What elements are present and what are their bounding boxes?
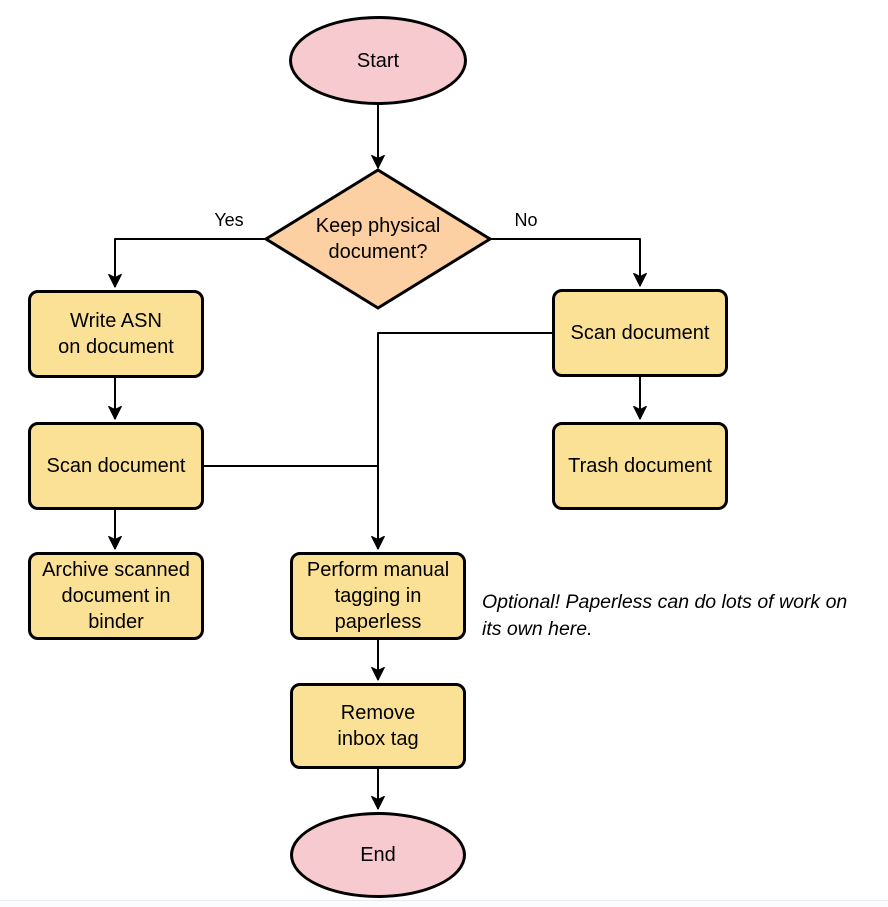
edge-decision-no-to-scan-right bbox=[490, 238, 647, 287]
node-decision-diamond bbox=[263, 168, 493, 310]
annotation-optional-note: Optional! Paperless can do lots of work … bbox=[482, 589, 884, 643]
node-remove-inbox-line: Remove bbox=[340, 702, 416, 724]
page-bottom-gap bbox=[0, 901, 888, 907]
edge-decision-yes-to-write-asn bbox=[108, 238, 266, 288]
node-decision-label: Keep physical document? bbox=[288, 205, 468, 273]
node-manual-tagging: Perform manual tagging in paperless bbox=[290, 552, 466, 640]
node-start: Start bbox=[289, 16, 467, 105]
node-write-asn-line: on document bbox=[58, 336, 174, 358]
edge-scan-right-to-tagging bbox=[371, 332, 552, 550]
node-scan-document-right: Scan document bbox=[552, 289, 728, 377]
node-write-asn: Write ASN on document bbox=[28, 290, 204, 378]
node-decision-line: document? bbox=[328, 241, 428, 263]
node-manual-tagging-line: tagging in bbox=[334, 585, 422, 607]
node-write-asn-line: Write ASN bbox=[70, 310, 162, 332]
annotation-line: its own here. bbox=[482, 618, 593, 640]
node-end-label: End bbox=[360, 844, 396, 866]
node-archive-line: binder bbox=[88, 611, 144, 633]
node-archive-in-binder: Archive scanned document in binder bbox=[28, 552, 204, 640]
page-bottom-rule bbox=[0, 900, 888, 901]
node-archive-line: Archive scanned bbox=[42, 559, 190, 581]
node-remove-inbox-tag: Remove inbox tag bbox=[290, 683, 466, 769]
node-start-label: Start bbox=[356, 49, 400, 72]
node-trash-document-label: Trash document bbox=[568, 455, 712, 477]
edge-label-no: No bbox=[514, 210, 538, 230]
edge-label-yes: Yes bbox=[214, 210, 244, 230]
node-manual-tagging-line: paperless bbox=[334, 611, 422, 633]
node-trash-document: Trash document bbox=[552, 422, 728, 510]
node-end: End bbox=[290, 812, 466, 898]
node-manual-tagging-line: Perform manual bbox=[306, 559, 450, 581]
node-remove-inbox-line: inbox tag bbox=[337, 728, 419, 750]
node-scan-document-left: Scan document bbox=[28, 422, 204, 510]
annotation-line: Optional! Paperless can do lots of work … bbox=[482, 591, 848, 613]
node-archive-line: document in bbox=[61, 585, 171, 607]
node-scan-document-right-label: Scan document bbox=[570, 322, 710, 344]
node-scan-document-left-label: Scan document bbox=[46, 455, 186, 477]
node-decision-line: Keep physical bbox=[315, 215, 441, 237]
